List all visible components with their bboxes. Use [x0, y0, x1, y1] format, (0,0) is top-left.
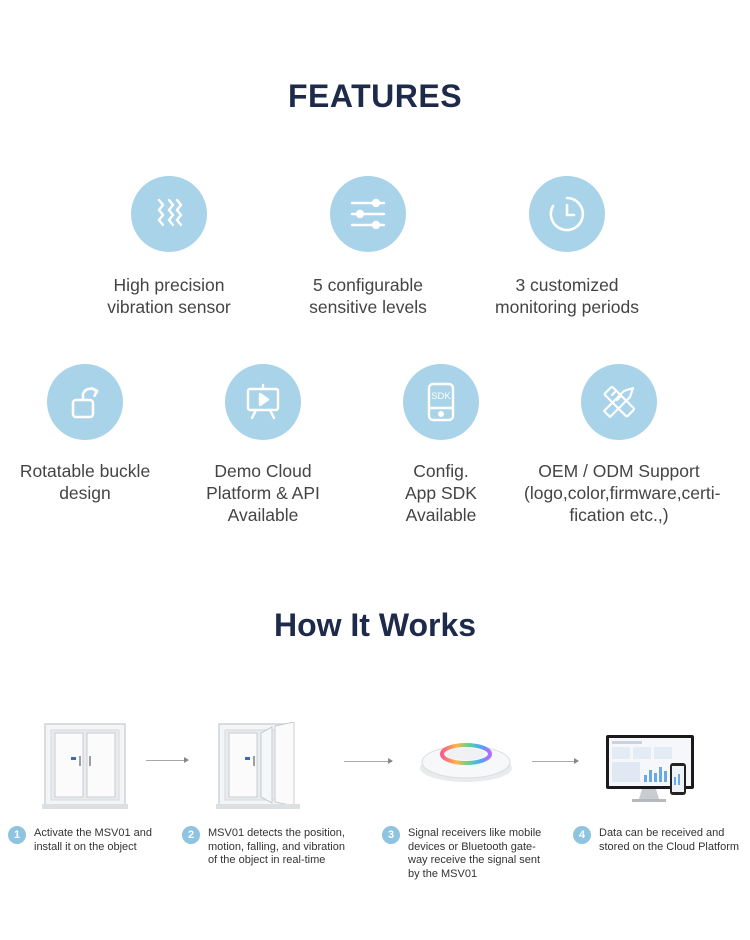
step-4: 4 Data can be received and stored on the… — [573, 826, 740, 854]
step-number-badge: 1 — [8, 826, 26, 844]
ruler-pencil-icon — [581, 364, 657, 440]
feature-monitoring-periods: 3 customized monitoring periods — [472, 176, 662, 318]
presentation-board-icon — [225, 364, 301, 440]
step-2: 2 MSV01 detects the position, motion, fa… — [182, 826, 345, 868]
vibration-icon — [131, 176, 207, 252]
rotate-icon — [47, 364, 123, 440]
how-it-works-title: How It Works — [273, 607, 477, 643]
sliders-icon — [330, 176, 406, 252]
step-number-badge: 3 — [382, 826, 400, 844]
cloud-platform-image — [606, 735, 694, 802]
bluetooth-gateway-image — [420, 743, 512, 782]
open-window-image — [216, 722, 300, 809]
closed-window-image — [42, 723, 128, 809]
step-text: Signal receivers like mobile devices or … — [408, 827, 542, 880]
feature-label: High precision vibration sensor — [107, 275, 231, 317]
feature-label: Rotatable buckle design — [19, 461, 151, 503]
step-3: 3 Signal receivers like mobile devices o… — [382, 826, 542, 881]
flow-arrow — [344, 758, 393, 764]
feature-demo-cloud: Demo Cloud Platform & API Available — [168, 364, 358, 526]
feature-label: 3 customized monitoring periods — [495, 275, 639, 317]
step-1: 1 Activate the MSV01 and install it on t… — [8, 826, 153, 854]
sdk-icon-text: SDK — [431, 391, 451, 402]
feature-rotatable-buckle: Rotatable buckle design — [0, 364, 180, 504]
features-title: FEATURES — [287, 78, 463, 114]
step-text: Activate the MSV01 and install it on the… — [34, 827, 153, 853]
step-text: Data can be received and stored on the C… — [599, 827, 740, 853]
feature-label: Config. App SDK Available — [405, 461, 477, 525]
step-text: MSV01 detects the position, motion, fall… — [208, 827, 345, 866]
step-number-badge: 4 — [573, 826, 591, 844]
flow-arrow — [532, 758, 579, 764]
step-number-badge: 2 — [182, 826, 200, 844]
feature-label: 5 configurable sensitive levels — [309, 275, 427, 317]
feature-vibration-sensor: High precision vibration sensor — [74, 176, 264, 318]
sdk-phone-icon: SDK — [403, 364, 479, 440]
flow-arrow — [146, 757, 189, 763]
clock-icon — [529, 176, 605, 252]
feature-app-sdk: SDK Config. App SDK Available — [346, 364, 536, 526]
feature-label: Demo Cloud Platform & API Available — [206, 461, 320, 525]
feature-sensitive-levels: 5 configurable sensitive levels — [273, 176, 463, 318]
feature-label: OEM / ODM Support (logo,color,firmware,c… — [524, 461, 721, 525]
feature-oem-odm: OEM / ODM Support (logo,color,firmware,c… — [524, 364, 721, 526]
